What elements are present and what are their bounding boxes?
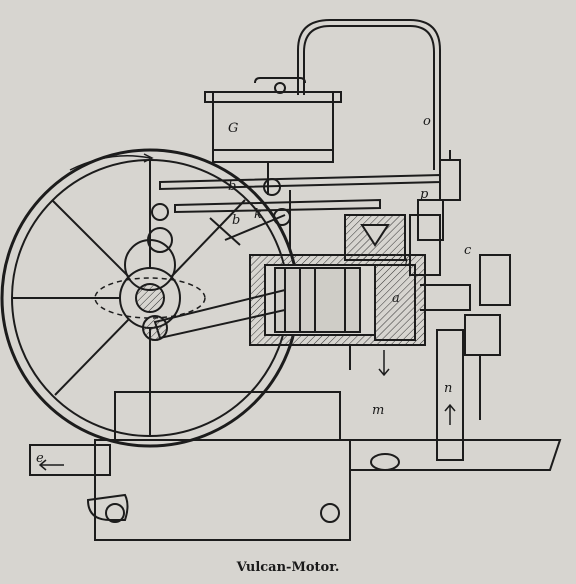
label-exhaust-e: e — [36, 451, 44, 466]
label-cylinder-a: a — [392, 291, 400, 306]
overhead-pipe — [297, 19, 441, 170]
figure-caption: Vulcan-Motor. — [236, 560, 340, 575]
connecting-rod — [94, 239, 286, 341]
valve-levers — [147, 150, 461, 253]
label-lever-b: b — [228, 179, 236, 194]
cylinder — [249, 214, 471, 346]
engine-base — [29, 391, 351, 541]
flywheel — [0, 148, 300, 448]
label-water-n: n — [444, 381, 452, 396]
label-water-m: m — [372, 403, 384, 418]
label-lever-k: k — [254, 207, 262, 222]
label-valve-r: r — [404, 255, 411, 270]
label-tank-g: G — [228, 121, 238, 136]
label-rod-b: b — [232, 213, 240, 228]
label-pipe-o: o — [423, 114, 431, 129]
label-valve-p: p — [420, 187, 429, 202]
label-valve-c: c — [464, 243, 472, 258]
water-pipes — [349, 254, 562, 471]
